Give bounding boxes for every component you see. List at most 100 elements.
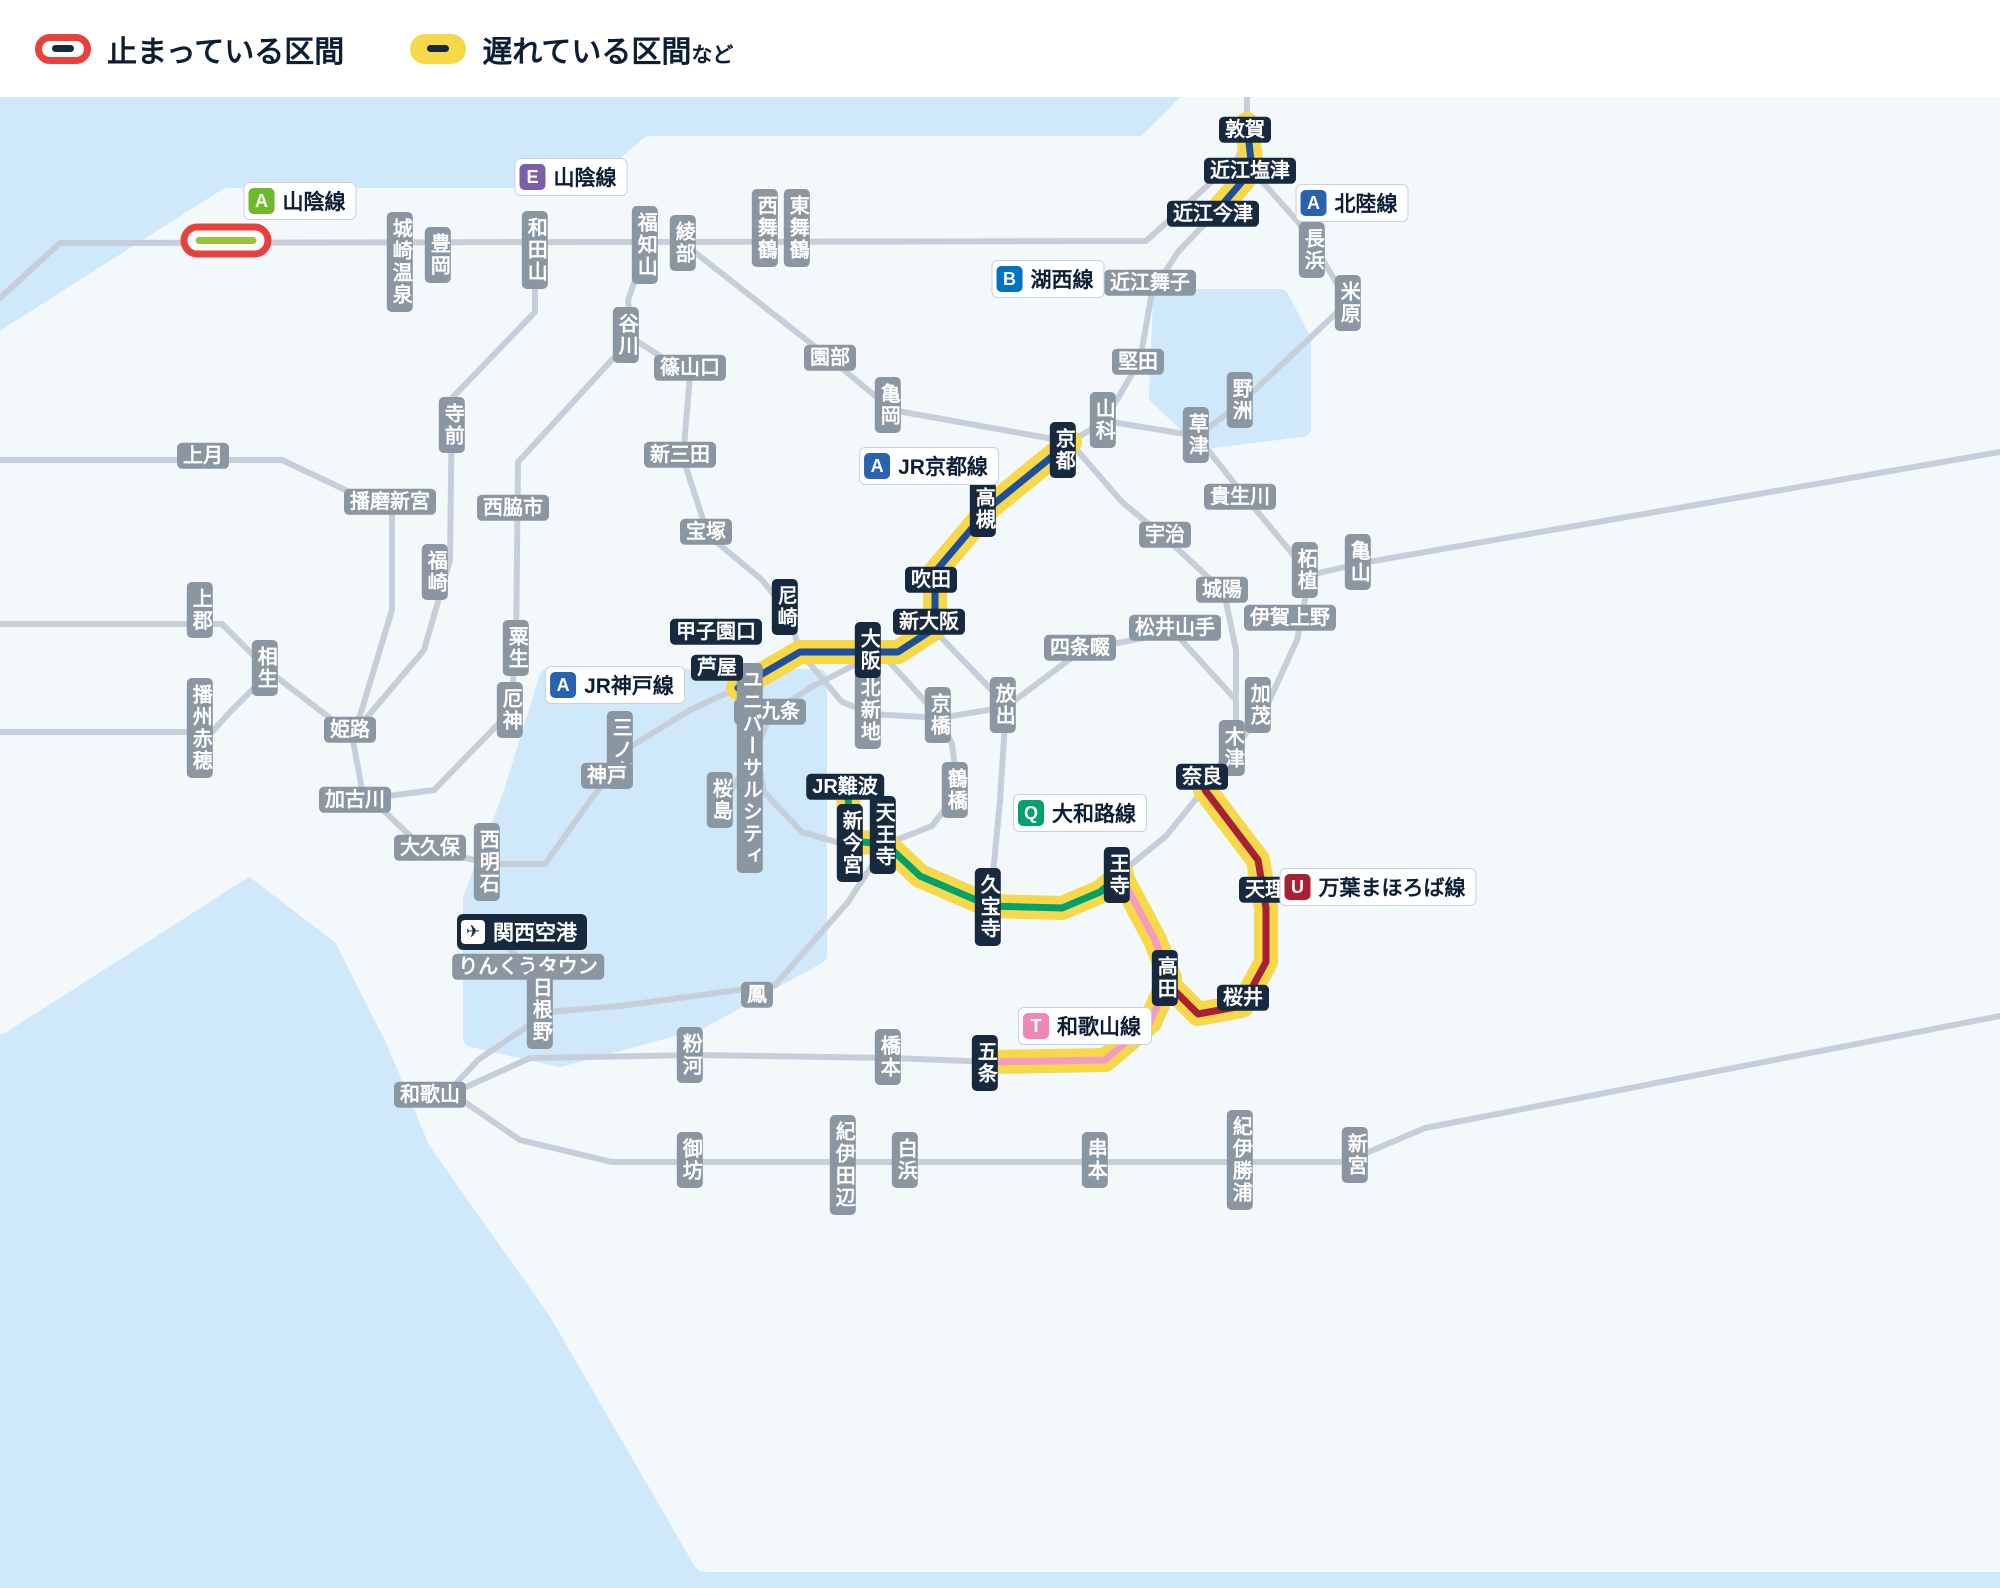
station-label: 鳳 [741,981,773,1009]
station-label: 西舞鶴 [751,189,779,267]
airport-badge: ✈ 関西空港 [457,914,587,950]
station-label: 加古川 [319,786,391,814]
station-label: 鶴橋 [941,762,969,818]
legend-stopped-label: 止まっている区間 [107,35,345,69]
station-label: 宝塚 [680,518,732,546]
station-label: 紀伊勝浦 [1226,1110,1254,1210]
station-label: 園部 [804,344,856,372]
delayed-section-pill-icon [410,33,467,64]
station-label: 近江塩津 [1204,157,1296,185]
station-label: 尼崎 [771,579,799,635]
station-label: 白浜 [891,1132,919,1188]
station-label: 豊岡 [424,227,452,283]
station-label: 新宮 [1341,1127,1369,1183]
station-label: 大久保 [394,834,466,862]
station-label: 奈良 [1176,763,1228,791]
station-label: 粟生 [502,620,530,676]
station-label: 天王寺 [869,796,897,874]
station-label: 東舞鶴 [783,189,811,267]
station-label: 王寺 [1103,847,1131,903]
stopped-section-marker [180,223,272,258]
station-label: 新大阪 [893,608,965,636]
station-label: 北新地 [854,671,882,749]
station-label: 神戸 [581,762,633,790]
station-label: 新今宮 [836,804,864,882]
station-label: 芦屋 [691,654,743,682]
line-symbol-icon: Q [1018,800,1044,826]
station-label: 米原 [1334,275,1362,331]
station-label: 宇治 [1139,521,1191,549]
legend-stopped-item: 止まっている区間 [35,27,344,71]
station-label: 寺前 [438,397,466,453]
station-label: 高槻 [969,481,997,537]
station-label: 山科 [1089,392,1117,448]
station-label: 上月 [177,442,229,470]
station-label: 和田山 [521,211,549,289]
line-symbol-icon: B [996,266,1023,292]
line-symbol-icon: T [1023,1013,1049,1039]
station-label: 大阪 [854,622,882,678]
station-label: 播州赤穂 [186,678,214,778]
station-label: 和歌山 [394,1081,466,1109]
station-label: 加茂 [1244,677,1272,733]
station-label: 伊賀上野 [1244,604,1336,632]
station-label: 新三田 [644,441,716,469]
station-label: 近江今津 [1167,200,1259,228]
station-label: 亀山 [1344,534,1372,590]
station-label: 相生 [251,640,279,696]
station-label: 敦賀 [1219,116,1271,144]
station-label: 篠山口 [654,354,726,382]
station-label: 御坊 [676,1132,704,1188]
station-label: 串本 [1081,1132,1109,1188]
line-symbol-icon: A [1300,190,1327,216]
station-label: 堅田 [1112,348,1164,376]
line-badge-label: 北陸線 [1334,193,1398,216]
station-label: 西脇市 [477,494,549,522]
line-badge-label: 万葉まほろば線 [1318,877,1466,900]
line-badge: E 山陰線 [514,158,628,196]
airport-badge-label: 関西空港 [493,922,577,945]
station-label: 姫路 [324,716,376,744]
line-badge-label: 大和路線 [1052,803,1136,826]
station-label: 播磨新宮 [344,488,436,516]
station-label: 京橋 [924,687,952,743]
line-badge-label: JR京都線 [898,456,988,479]
legend-delayed-label: 遅れている区間など [482,35,734,69]
station-label: 谷川 [612,307,640,363]
station-label: 紀伊田辺 [829,1115,857,1215]
line-badge: Q 大和路線 [1013,794,1147,832]
line-badge: A 北陸線 [1295,184,1409,222]
station-label: 貴生川 [1204,483,1276,511]
line-symbol-icon: E [519,164,546,190]
line-badge-label: JR神戸線 [584,675,674,698]
legend: 止まっている区間 遅れている区間など [0,0,2000,97]
station-label: 厄神 [496,682,524,738]
station-label: 粉河 [676,1027,704,1083]
station-label: 亀岡 [874,377,902,433]
line-badge-label: 和歌山線 [1057,1016,1141,1039]
station-label: 四条畷 [1044,634,1116,662]
station-label: 近江舞子 [1104,269,1196,297]
line-badge-label: 山陰線 [553,167,617,190]
line-badge-label: 湖西線 [1030,269,1094,292]
station-label: 綾部 [669,215,697,271]
stopped-section-pill-icon [35,33,91,64]
station-label: JR難波 [806,773,884,801]
airplane-icon: ✈ [461,920,485,944]
line-symbol-icon: A [248,188,275,214]
station-label: 京都 [1049,422,1077,478]
station-label: 松井山手 [1129,614,1221,642]
station-label: 高田 [1151,950,1179,1006]
line-symbol-icon: A [550,672,577,698]
line-badge: T 和歌山線 [1018,1007,1152,1045]
station-label: 吹田 [905,566,957,594]
station-label: 城陽 [1196,576,1248,604]
station-label: 福崎 [421,544,449,600]
station-label: 草津 [1182,407,1210,463]
station-label: 甲子園口 [670,618,762,646]
lake-biwa [1149,289,1311,449]
